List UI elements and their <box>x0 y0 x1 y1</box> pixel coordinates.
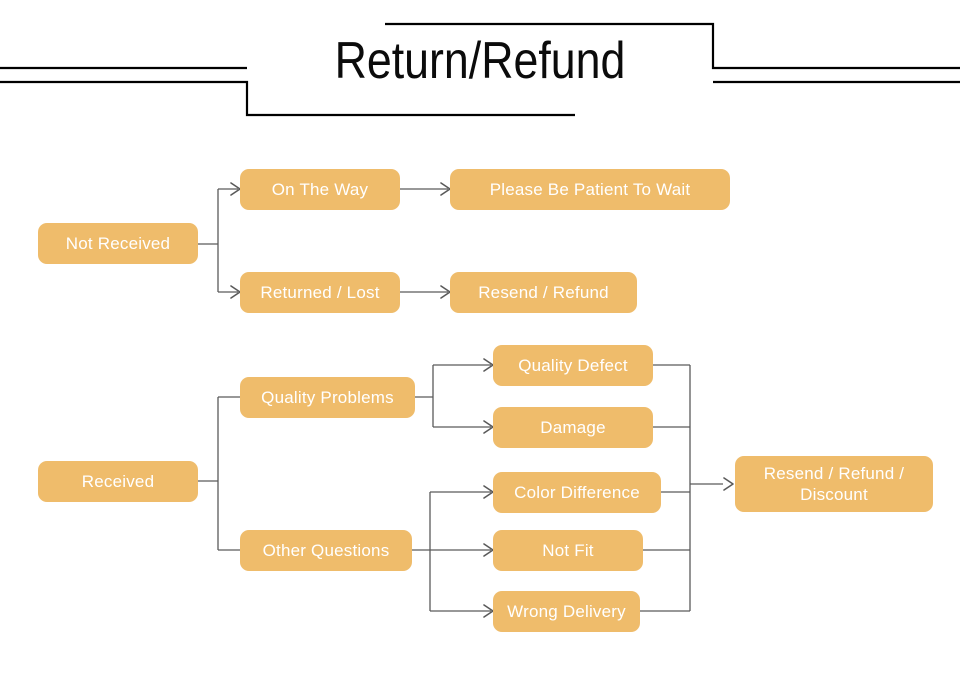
node-resend-refund-discount[interactable]: Resend / Refund / Discount <box>735 456 933 512</box>
node-quality-defect[interactable]: Quality Defect <box>493 345 653 386</box>
page-title: Return/Refund <box>334 32 626 90</box>
node-quality-problems[interactable]: Quality Problems <box>240 377 415 418</box>
node-wrong-delivery[interactable]: Wrong Delivery <box>493 591 640 632</box>
node-other-questions[interactable]: Other Questions <box>240 530 412 571</box>
node-on-the-way[interactable]: On The Way <box>240 169 400 210</box>
node-please-be-patient-to-wait[interactable]: Please Be Patient To Wait <box>450 169 730 210</box>
node-returned-lost[interactable]: Returned / Lost <box>240 272 400 313</box>
node-not-received[interactable]: Not Received <box>38 223 198 264</box>
node-resend-refund[interactable]: Resend / Refund <box>450 272 637 313</box>
page-header: Return/Refund <box>0 0 960 130</box>
node-color-difference[interactable]: Color Difference <box>493 472 661 513</box>
node-received[interactable]: Received <box>38 461 198 502</box>
node-not-fit[interactable]: Not Fit <box>493 530 643 571</box>
header-decoration-rules <box>0 22 960 117</box>
node-damage[interactable]: Damage <box>493 407 653 448</box>
